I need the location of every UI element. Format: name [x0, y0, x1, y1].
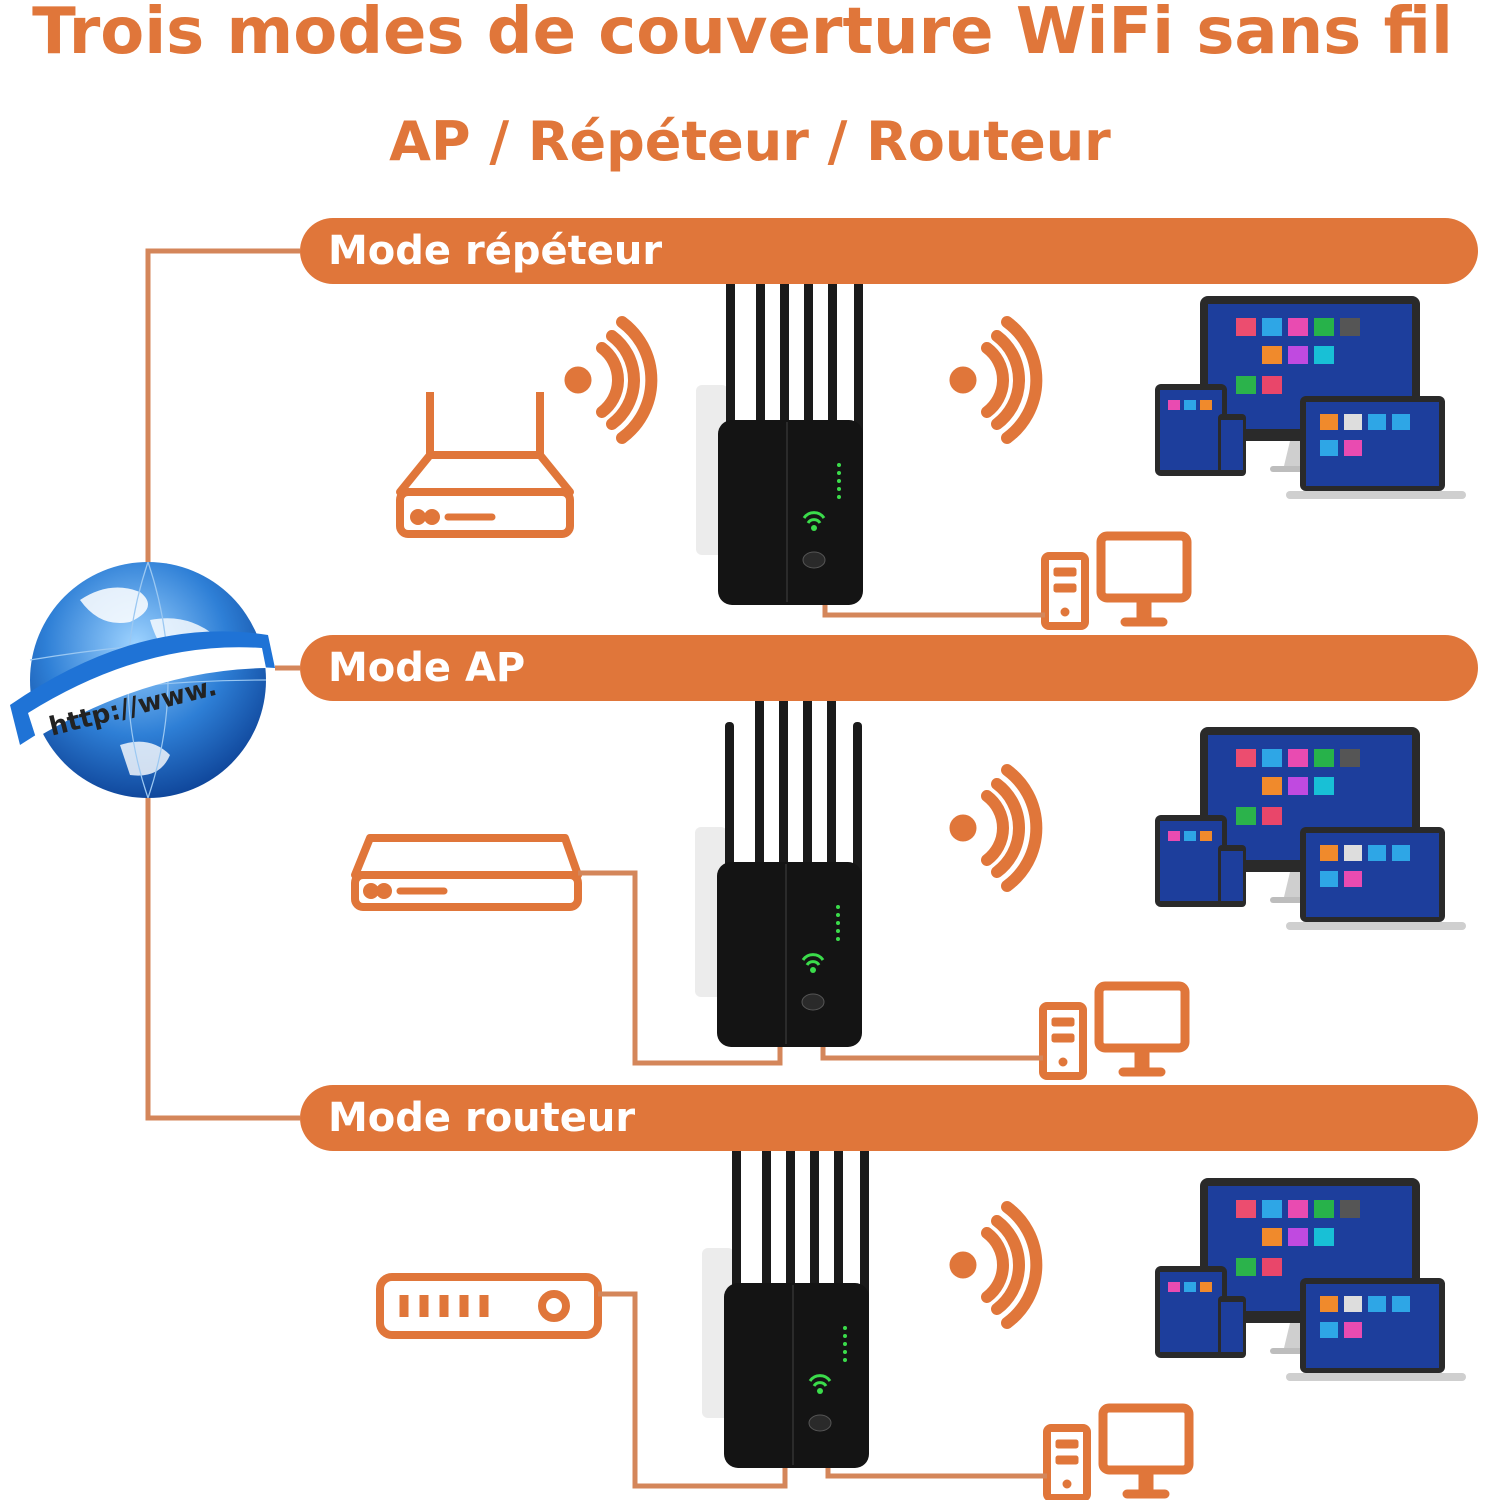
globe-connector-lines [145, 248, 300, 1121]
router-desktop-pc-icon [1047, 1408, 1189, 1498]
repeater-client-devices-icon [1155, 296, 1466, 499]
ap-extender-device [693, 675, 864, 1049]
internet-globe-icon [10, 561, 275, 799]
router-client-devices-icon [1155, 1178, 1466, 1381]
repeater-output-wifi-icon [950, 322, 1036, 438]
mode-band-ap: Mode AP [300, 635, 1478, 701]
mode-label-router: Mode routeur [328, 1095, 636, 1141]
page-title: Trois modes de couverture WiFi sans fil [32, 0, 1453, 69]
mode-band-router: Mode routeur [300, 1085, 1478, 1151]
repeater-source-router-icon [396, 392, 574, 538]
repeater-desktop-pc-icon [1045, 536, 1187, 626]
ap-client-devices-icon [1155, 727, 1466, 930]
mode-label-repeater: Mode répéteur [328, 228, 663, 274]
router-extender-device [700, 1096, 871, 1470]
mode-band-repeater: Mode répéteur [300, 218, 1478, 284]
repeater-input-wifi-icon [565, 322, 651, 438]
mode-label-ap: Mode AP [328, 645, 526, 691]
router-source-wan-icon [376, 1273, 602, 1339]
ap-source-modem-icon [351, 834, 582, 911]
ap-output-wifi-icon [950, 770, 1036, 886]
router-output-wifi-icon [950, 1207, 1036, 1323]
repeater-extender-device [694, 233, 865, 607]
ap-desktop-pc-icon [1043, 986, 1185, 1076]
page-subtitle: AP / Répéteur / Routeur [389, 110, 1111, 173]
